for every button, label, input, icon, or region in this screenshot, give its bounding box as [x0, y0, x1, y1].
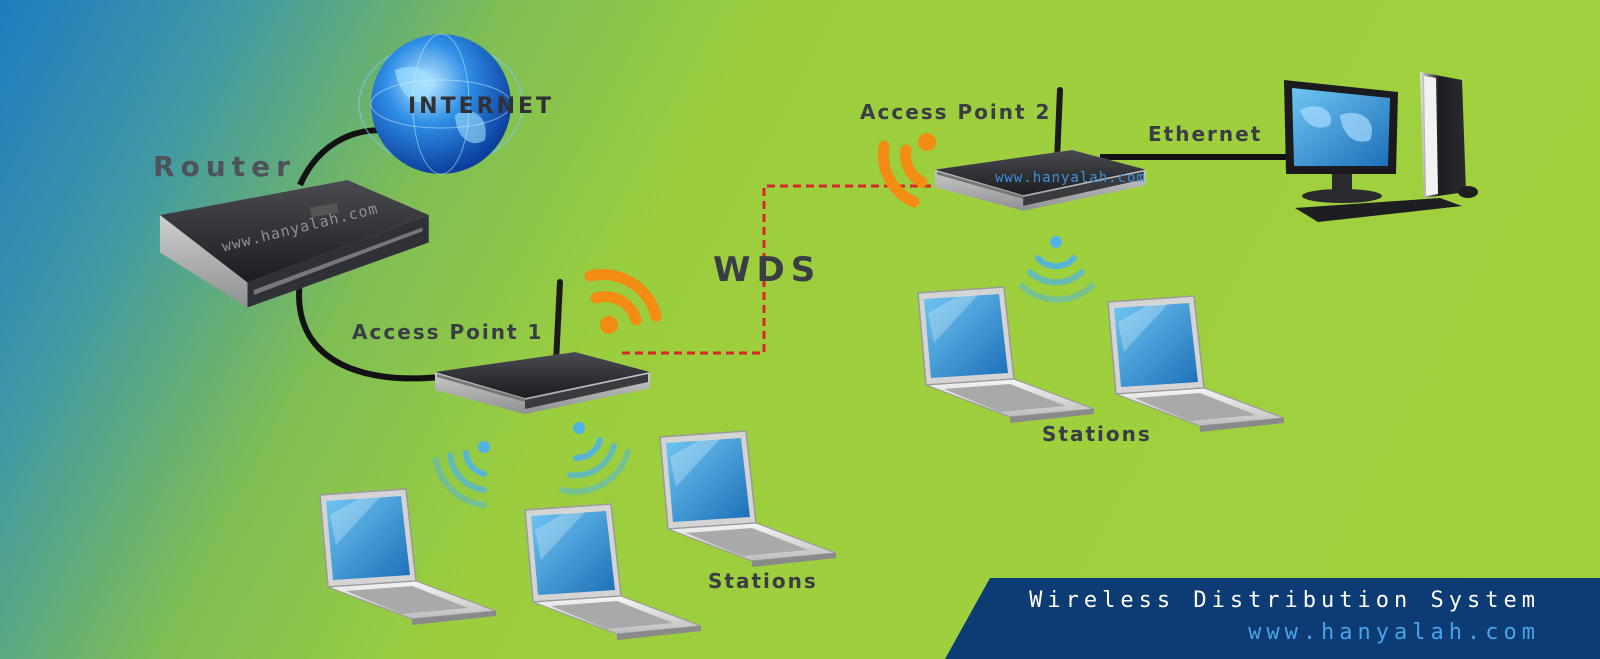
ethernet-label: Ethernet [1148, 122, 1262, 146]
internet-label: INTERNET [408, 94, 554, 119]
router-label: Router [153, 150, 296, 183]
access-point-2-label: Access Point 2 [860, 100, 1051, 124]
banner-title: Wireless Distribution System [1029, 588, 1540, 613]
station-laptop-5-icon [1108, 296, 1284, 432]
banner-url: www.hanyalah.com [1248, 620, 1540, 645]
ap1-station-signal-left-icon [436, 441, 490, 505]
desktop-computer-icon [1284, 72, 1478, 222]
station-laptop-4-icon [918, 287, 1094, 423]
ap2-wds-signal-icon [883, 133, 936, 202]
ap1-wds-signal-icon [590, 275, 656, 334]
access-point-1-label: Access Point 1 [352, 320, 543, 344]
stations-label-2: Stations [1042, 422, 1152, 446]
station-laptop-1-icon [320, 489, 496, 625]
station-laptop-3-icon [660, 431, 836, 567]
wds-label: WDS [713, 250, 821, 290]
ap1-station-signal-right-icon [562, 422, 628, 492]
ap2-station-signal-icon [1022, 236, 1092, 300]
stations-label-1: Stations [708, 569, 818, 593]
router-device-icon [160, 180, 429, 308]
access-point-2-watermark: www.hanyalah.com [995, 170, 1146, 186]
